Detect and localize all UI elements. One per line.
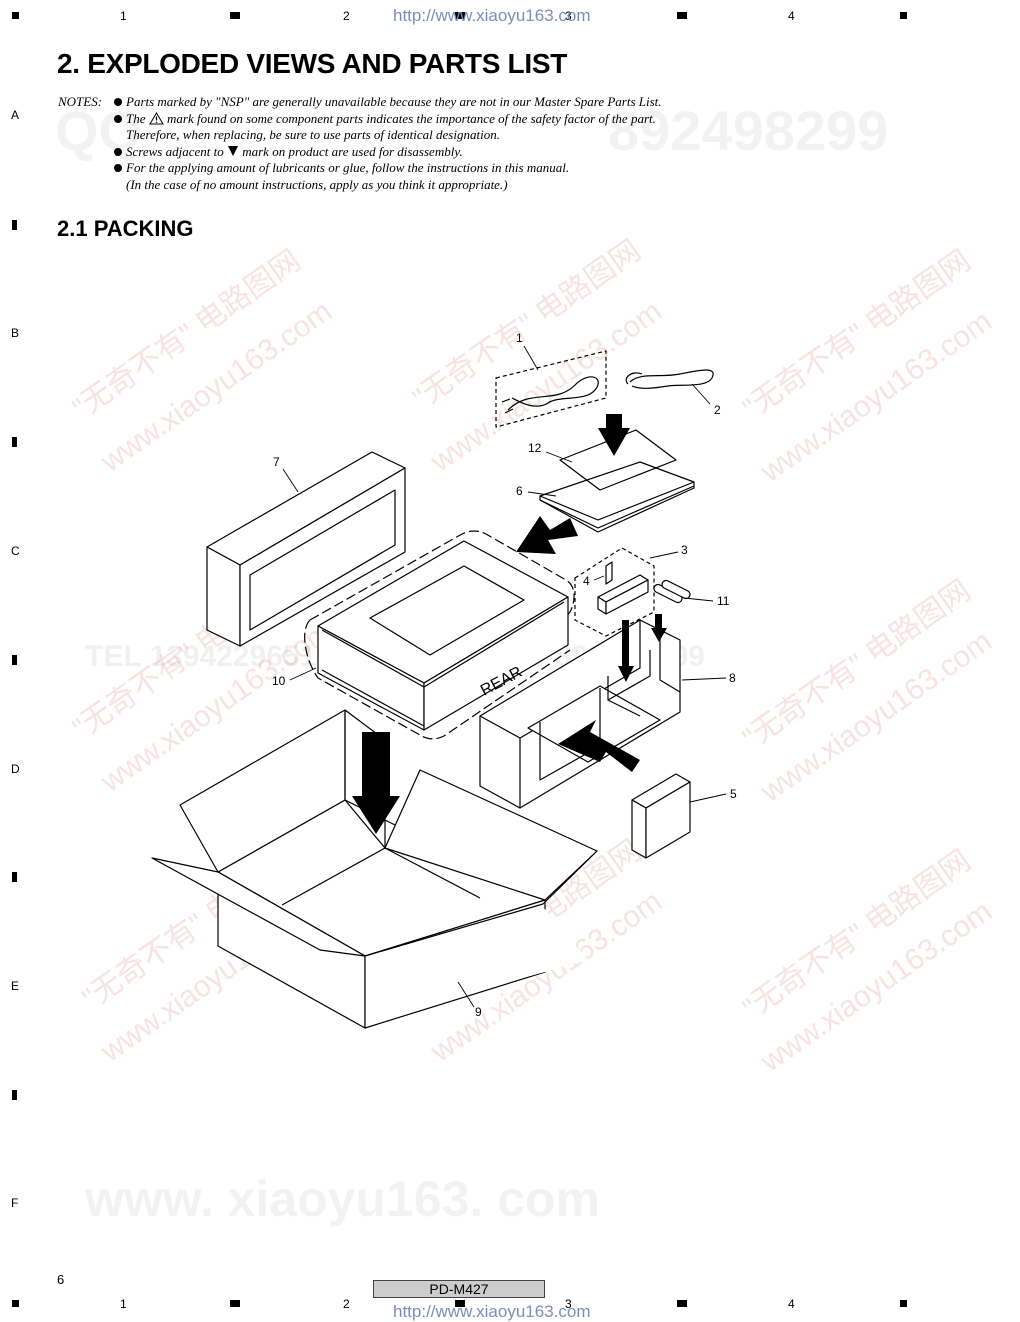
callout-8: 8: [729, 671, 736, 685]
assembly-arrows: [352, 414, 667, 834]
callout-7: 7: [273, 455, 280, 469]
note-continuation: (In the case of no amount instructions, …: [126, 177, 508, 192]
arrow-left-up-icon: [558, 720, 640, 772]
callout-3: 3: [681, 543, 688, 557]
warning-triangle-icon: [148, 111, 164, 125]
header-url[interactable]: http://www.xiaoyu163.com: [393, 6, 591, 25]
callout-10: 10: [272, 674, 286, 688]
note-text: mark found on some component parts indic…: [163, 110, 656, 126]
arrow-down-icon: [618, 620, 634, 682]
part-11-batteries: [653, 579, 691, 604]
frame-marker: [12, 655, 17, 665]
column-number: 4: [788, 1297, 795, 1311]
note-text: For the applying amount of lubricants or…: [126, 160, 570, 176]
watermark-qq: QQ: [55, 99, 143, 162]
page-number: 6: [57, 1272, 65, 1287]
callout-1: 1: [516, 331, 523, 345]
arrow-down-icon: [651, 614, 667, 642]
bullet-icon: [114, 164, 122, 173]
callout-9: 9: [475, 1005, 482, 1019]
callout-11: 11: [717, 594, 730, 608]
callout-2: 2: [714, 403, 721, 417]
frame-marker: [12, 12, 19, 19]
callout-4: 4: [583, 574, 590, 588]
watermark-qq-number: 892498299: [608, 99, 889, 162]
main-unit-box: [317, 540, 569, 731]
frame-marker: [230, 1300, 240, 1307]
note-continuation: Therefore, when replacing, be sure to us…: [126, 127, 500, 143]
arrow-down-icon: [352, 732, 400, 834]
row-letter: B: [11, 326, 20, 340]
footer-url[interactable]: http://www.xiaoyu163.com: [393, 1302, 591, 1321]
frame-marker: [12, 220, 17, 230]
frame-marker: [900, 1300, 907, 1307]
part-5-foam-block: [631, 773, 691, 859]
part-7-front-frame: [206, 451, 406, 647]
note-text: Screws adjacent to: [126, 143, 227, 159]
frame-marker: [230, 12, 240, 19]
column-number: 4: [788, 9, 795, 23]
frame-marker: [900, 12, 907, 19]
part-3-accessory-bag: [574, 547, 655, 637]
leader-lines: [282, 345, 727, 1008]
notes-label: NOTES:: [58, 94, 103, 109]
row-letter: A: [11, 108, 20, 122]
frame-marker: [12, 437, 17, 447]
column-number: 1: [120, 1297, 127, 1311]
row-letter: D: [11, 762, 20, 776]
callout-12: 12: [528, 441, 542, 455]
arrow-down-icon: [598, 414, 630, 456]
bullet-icon: [114, 114, 122, 123]
frame-marker: [12, 1300, 19, 1307]
frame-marker: [12, 872, 17, 882]
column-number: 2: [343, 9, 350, 23]
part-6-manual: [539, 461, 695, 533]
row-letter: E: [11, 979, 20, 993]
row-letter: C: [11, 544, 20, 558]
column-number: 1: [120, 9, 127, 23]
part-1-cable-bag: [495, 350, 607, 428]
arrow-left-icon: [516, 516, 578, 554]
bullet-icon: [114, 98, 122, 106]
note-text: Parts marked by "NSP" are generally unav…: [126, 94, 662, 109]
part-10-wrap-bag: [304, 530, 575, 740]
part-2-cable: [625, 369, 714, 389]
bullet-icon: [114, 147, 122, 156]
note-item: The mark found on some component parts i…: [114, 111, 656, 128]
frame-marker: [12, 1090, 17, 1100]
page-title: 2. EXPLODED VIEWS AND PARTS LIST: [57, 48, 568, 79]
callout-6: 6: [516, 484, 523, 498]
note-item: Screws adjacent to mark on product are u…: [114, 144, 463, 161]
column-number: 3: [565, 1297, 572, 1311]
column-number: 3: [565, 9, 572, 23]
frame-marker: [677, 12, 687, 19]
model-label: PD-M427: [373, 1280, 545, 1298]
note-text: The: [126, 110, 149, 126]
down-triangle-icon: [227, 145, 239, 157]
section-title: 2.1 PACKING: [57, 216, 194, 241]
callout-5: 5: [730, 787, 737, 801]
watermark-big-site: www. xiaoyu163. com: [85, 1171, 601, 1227]
note-item: For the applying amount of lubricants or…: [114, 160, 569, 177]
note-item: Parts marked by "NSP" are generally unav…: [114, 94, 662, 111]
frame-marker: [455, 1300, 465, 1307]
row-letter: F: [11, 1196, 19, 1210]
frame-marker: [677, 1300, 687, 1307]
note-text: mark on product are used for disassembly…: [238, 143, 463, 159]
frame-marker: [455, 12, 465, 19]
column-number: 2: [343, 1297, 350, 1311]
part-9-carton: [151, 709, 598, 1029]
